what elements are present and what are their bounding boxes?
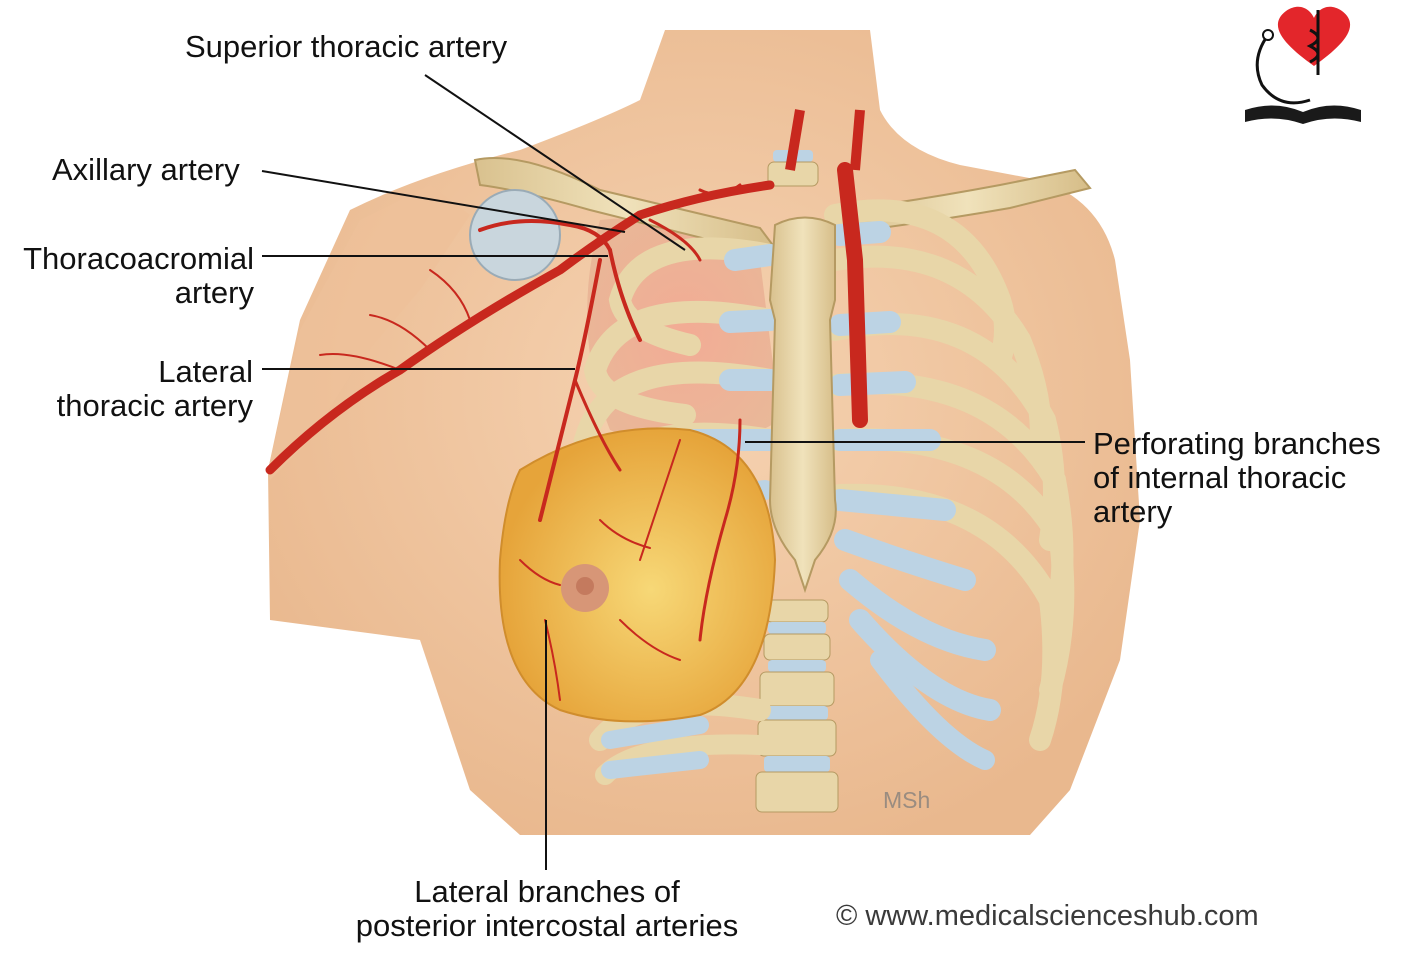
logo	[1245, 6, 1361, 124]
label-line: Lateral branches of	[414, 874, 680, 909]
clavicles	[469, 157, 1092, 281]
artist-signature: MSh	[883, 787, 931, 813]
label-superior-thoracic-artery: Superior thoracic artery	[185, 30, 507, 64]
humeral-head	[469, 189, 561, 281]
sternum	[768, 216, 837, 594]
label-line: Perforating branches	[1093, 426, 1381, 461]
label-line: artery	[1093, 494, 1173, 529]
left-arm	[268, 185, 470, 480]
label-lateral-thoracic-artery: Lateral thoracic artery	[40, 355, 253, 423]
internal-thoracic-artery	[785, 109, 868, 428]
label-line: thoracic artery	[56, 388, 253, 423]
label-line: posterior intercostal arteries	[355, 908, 739, 943]
label-line: Axillary artery	[52, 152, 240, 187]
leader-axillary	[261, 170, 626, 233]
label-line: artery	[174, 275, 254, 310]
leader-superior-thoracic	[424, 74, 686, 251]
heart-icon	[1277, 6, 1351, 67]
label-lateral-branches-posterior-intercostal: Lateral branches of posterior intercosta…	[335, 875, 759, 943]
label-line: Thoracoacromial	[23, 241, 254, 276]
ribs-left	[824, 199, 1075, 770]
thoracoacromial-vessel	[478, 219, 612, 252]
open-book-icon	[1245, 105, 1361, 124]
label-line: Lateral	[158, 354, 253, 389]
vertebral-column	[755, 150, 839, 813]
leader-lines	[261, 74, 1085, 870]
label-axillary-artery: Axillary artery	[52, 153, 240, 187]
axillary-artery-vessel	[265, 180, 775, 475]
label-line: of internal thoracic	[1093, 460, 1347, 495]
mammary-gland	[498, 427, 777, 723]
label-line: Superior thoracic artery	[185, 29, 508, 64]
caduceus-icon	[1306, 10, 1320, 75]
stethoscope-icon	[1255, 34, 1311, 105]
label-thoracoacromial-artery: Thoracoacromial artery	[6, 242, 254, 310]
nipple	[576, 577, 594, 595]
copyright-notice: © www.medicalscienceshub.com	[836, 900, 1259, 932]
label-perforating-branches: Perforating branches of internal thoraci…	[1093, 427, 1381, 529]
arteries	[265, 180, 775, 701]
